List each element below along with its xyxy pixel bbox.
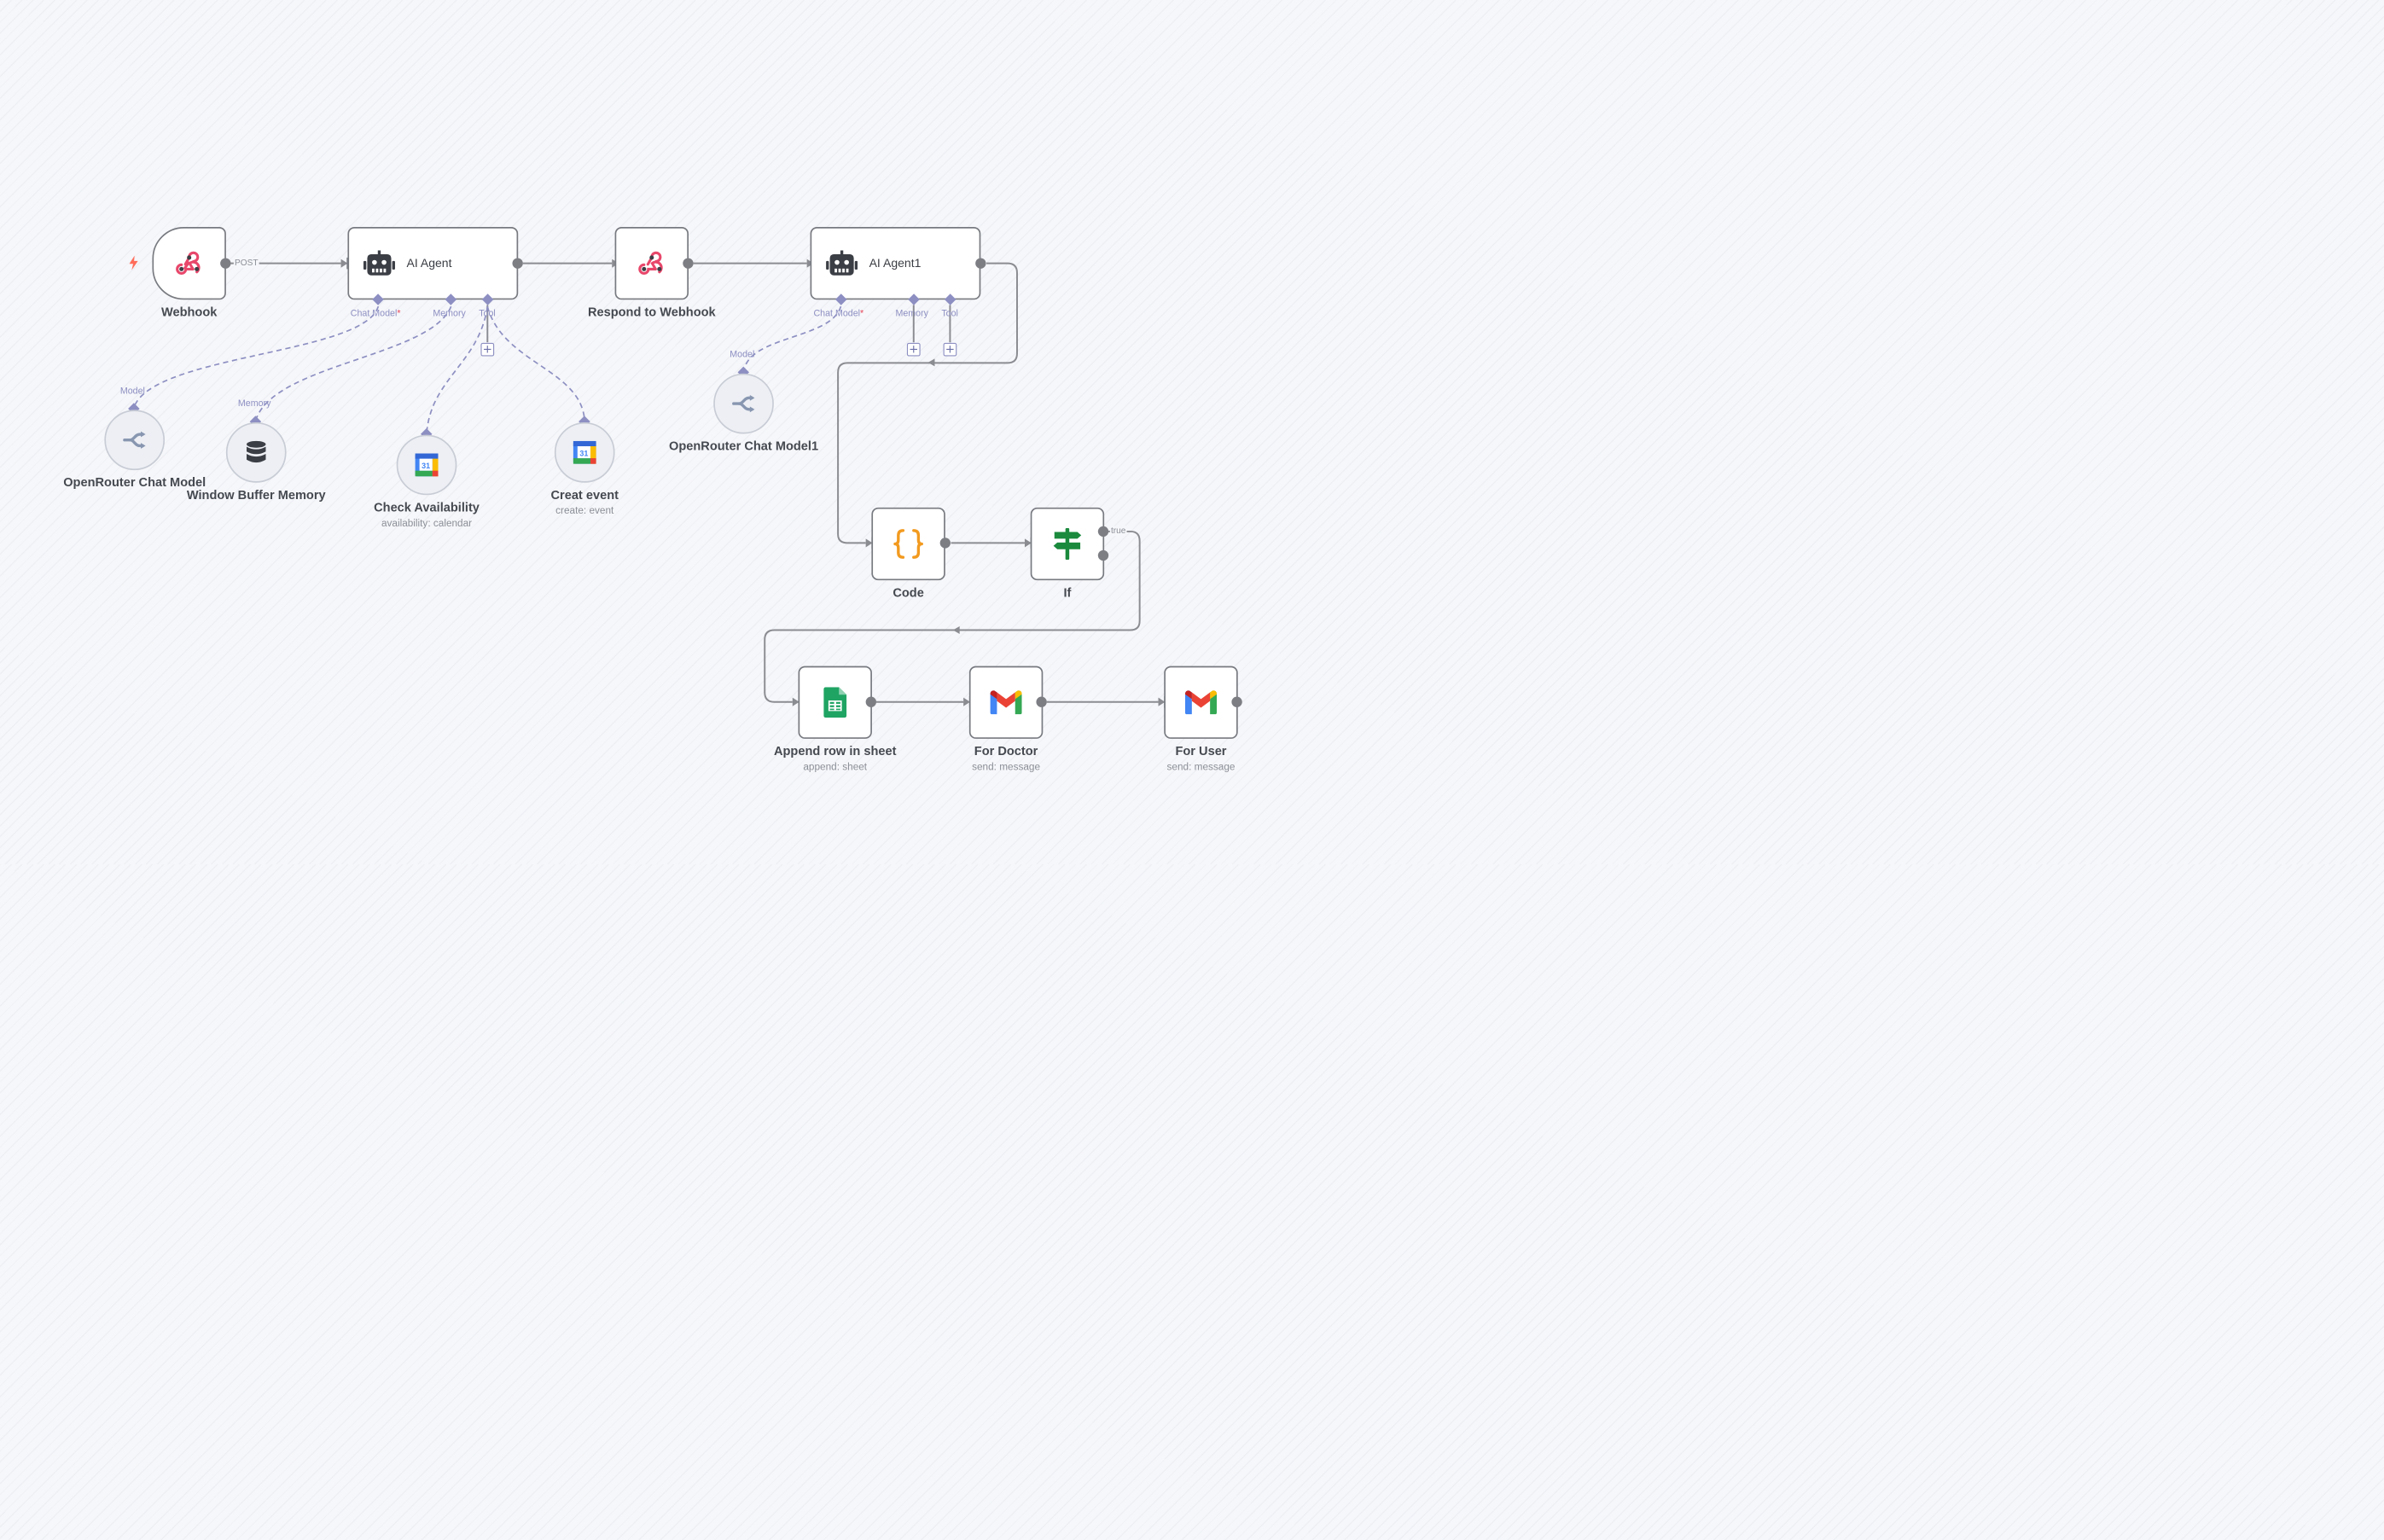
trigger-bolt-icon: [129, 255, 138, 270]
ai-agent1-output-port[interactable]: [975, 258, 986, 269]
ai-agent1-add-memory-button[interactable]: +: [906, 342, 921, 357]
if-true-output-port[interactable]: [1097, 526, 1109, 538]
for-user-node[interactable]: [1164, 665, 1238, 739]
ai-agent1-memory-label: Memory: [895, 308, 928, 319]
ai-agent1-node[interactable]: AI Agent1: [810, 227, 981, 300]
respond-to-webhook-output-port[interactable]: [683, 258, 694, 269]
webhook-node-label: Webhook: [160, 304, 218, 319]
code-node[interactable]: [871, 507, 945, 581]
webhook-icon: [638, 251, 663, 275]
for-doctor-label: For Doctor: [974, 743, 1038, 758]
openrouter1-model-slot-label: Model: [730, 349, 755, 360]
openrouter-chat-model1-label: OpenRouter Chat Model1: [668, 439, 819, 453]
webhook-icon: [176, 251, 201, 275]
creat-event-node[interactable]: 31: [554, 421, 615, 483]
code-braces-icon: [893, 529, 923, 559]
openrouter-icon: [732, 394, 755, 413]
gmail-icon: [990, 690, 1022, 715]
ai-agent1-add-tool-button[interactable]: +: [943, 342, 957, 357]
for-user-subtitle: send: message: [1166, 761, 1236, 773]
ai-connection-check-availability: [426, 306, 489, 433]
ai-agent-node[interactable]: AI Agent: [347, 227, 519, 300]
gmail-icon: [1184, 690, 1218, 715]
ai-connection-openrouter1-to-chat-model: [742, 305, 842, 373]
svg-text:31: 31: [422, 462, 430, 470]
connection-ai-agent1-to-code: [837, 262, 1018, 544]
append-row-node[interactable]: [798, 665, 872, 739]
for-user-label: For User: [1175, 743, 1227, 758]
ai-agent-tool-label: Tool: [479, 308, 496, 319]
openrouter-chat-model-node[interactable]: [104, 410, 166, 471]
signpost-icon: [1053, 528, 1082, 561]
append-row-label: Append row in sheet: [773, 743, 897, 758]
ai-agent-chat-model-label: Chat Model*: [350, 308, 401, 319]
ai-agent-memory-label: Memory: [433, 308, 466, 319]
ai-connection-memory: [254, 305, 452, 421]
ai-agent-add-tool-button[interactable]: +: [480, 342, 495, 357]
append-row-output-port[interactable]: [865, 696, 876, 707]
for-user-output-port[interactable]: [1231, 696, 1242, 707]
window-buffer-memory-node[interactable]: [225, 421, 287, 483]
for-doctor-subtitle: send: message: [972, 761, 1041, 773]
google-calendar-icon: 31: [415, 453, 439, 477]
if-false-output-port[interactable]: [1097, 549, 1109, 561]
database-icon: [247, 440, 266, 463]
respond-to-webhook-node[interactable]: [614, 227, 689, 300]
window-buffer-memory-label: Window Buffer Memory: [186, 487, 326, 503]
if-node-label: If: [1063, 584, 1072, 600]
connections-layer: [133, 257, 1167, 708]
robot-icon: [363, 250, 395, 276]
workflow-canvas[interactable]: POST Webhook AI Agent Chat Model* Memory…: [0, 0, 1338, 864]
ai-agent1-title: AI Agent1: [869, 256, 922, 270]
openrouter-model-slot-label: Model: [119, 386, 145, 397]
if-node[interactable]: [1030, 507, 1105, 581]
window-memory-slot-label: Memory: [237, 398, 271, 409]
ai-connection-openrouter-to-chat-model: [133, 305, 380, 408]
ai-agent1-tool-label: Tool: [941, 308, 958, 319]
append-row-subtitle: append: sheet: [803, 761, 868, 773]
connection-label-post: POST: [233, 257, 259, 268]
openrouter-icon: [123, 431, 146, 449]
code-output-port[interactable]: [939, 538, 951, 549]
for-doctor-output-port[interactable]: [1036, 696, 1047, 707]
ai-agent1-chat-model-label: Chat Model*: [813, 308, 864, 319]
ai-agent-title: AI Agent: [406, 256, 452, 270]
google-sheets-icon: [823, 687, 847, 718]
for-doctor-node[interactable]: [968, 665, 1044, 739]
connection-label-true: true: [1109, 526, 1127, 536]
ai-agent-output-port[interactable]: [512, 258, 523, 269]
check-availability-node[interactable]: 31: [396, 434, 457, 496]
webhook-output-port[interactable]: [220, 258, 231, 269]
creat-event-subtitle: create: event: [555, 505, 614, 516]
check-availability-subtitle: availability: calendar: [381, 517, 473, 529]
openrouter-chat-model-label: OpenRouter Chat Model: [63, 474, 206, 490]
creat-event-label: Creat event: [550, 487, 619, 503]
code-node-label: Code: [893, 584, 924, 600]
webhook-node[interactable]: [152, 227, 226, 300]
svg-text:31: 31: [579, 449, 588, 457]
connection-if-true-to-append: [764, 530, 1141, 703]
check-availability-label: Check Availability: [374, 499, 480, 514]
openrouter-chat-model1-node[interactable]: [713, 373, 774, 434]
ai-connection-creat-event: [486, 305, 586, 421]
google-calendar-icon: 31: [573, 440, 596, 464]
robot-icon: [826, 250, 858, 276]
respond-to-webhook-label: Respond to Webhook: [587, 304, 716, 319]
